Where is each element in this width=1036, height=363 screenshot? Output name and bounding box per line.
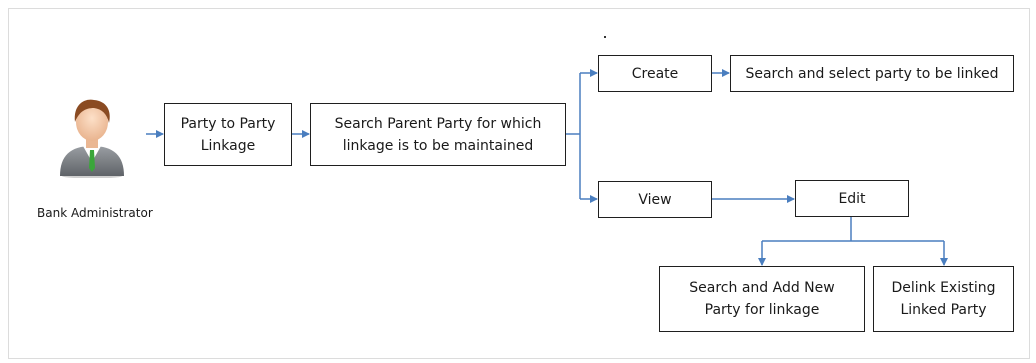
edit-box: Edit [795, 180, 909, 217]
delink-existing-linked-party-box: Delink Existing Linked Party [873, 266, 1014, 332]
create-box: Create [598, 55, 712, 92]
search-parent-party-box: Search Parent Party for which linkage is… [310, 103, 566, 166]
search-and-add-new-party-box: Search and Add New Party for linkage [659, 266, 865, 332]
party-to-party-linkage-box: Party to Party Linkage [164, 103, 292, 166]
view-box: View [598, 181, 712, 218]
stray-dot [604, 36, 606, 38]
search-and-select-party-box: Search and select party to be linked [730, 55, 1014, 92]
bank-administrator-label: Bank Administrator [37, 206, 153, 220]
bank-administrator-avatar-icon [60, 99, 124, 178]
diagram-frame [8, 8, 1030, 359]
